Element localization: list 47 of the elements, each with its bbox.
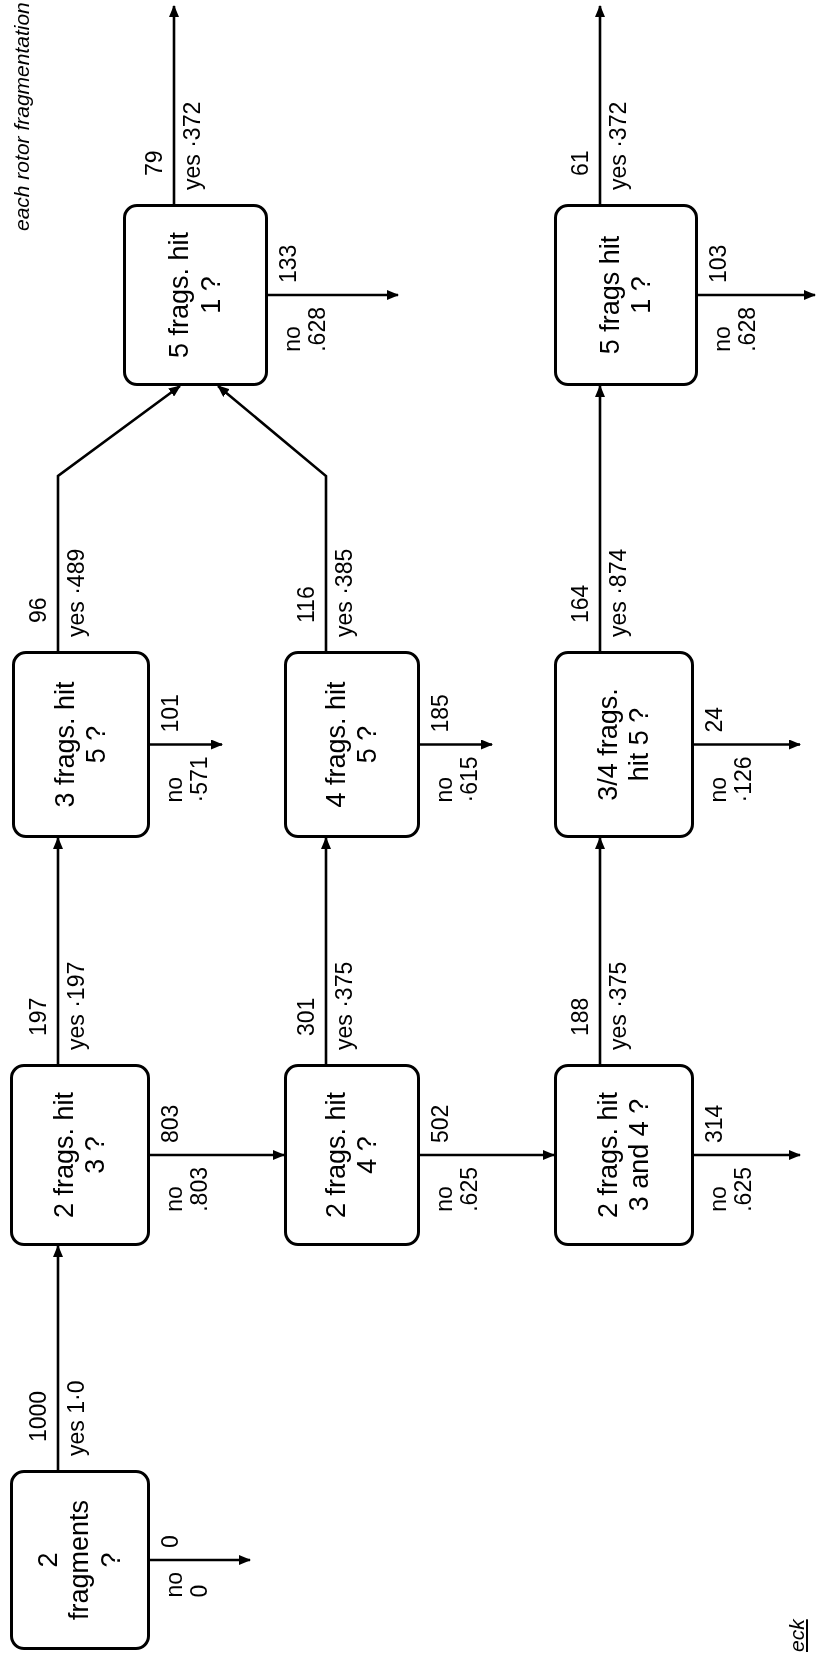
arrow (595, 385, 605, 651)
decision-box (284, 1064, 420, 1246)
edge-label: yes 1·0 (64, 1378, 90, 1458)
edge-label: yes ·197 (64, 959, 90, 1052)
edge-label: yes ·375 (606, 959, 632, 1052)
arrow (53, 837, 63, 1064)
box-text: 2 fragments ? (33, 1498, 127, 1623)
box-text: 3/4 frags. hit 5 ? (592, 687, 655, 803)
decision-box (10, 1470, 150, 1650)
arrow (150, 1555, 251, 1565)
box-text: 4 frags. hit 5 ? (320, 680, 383, 810)
decision-box (554, 204, 698, 386)
arrow (694, 1150, 801, 1160)
decision-box (123, 204, 268, 386)
arrow (420, 739, 493, 750)
arrow (150, 739, 223, 750)
arrow (169, 5, 179, 204)
decision-box (10, 1064, 150, 1246)
edge-label: yes ·385 (332, 546, 358, 639)
box-text: 5 frags. hit 1 ? (164, 230, 227, 361)
note-text: each rotor fragmentation (10, 2, 34, 231)
arrow (150, 1150, 285, 1160)
box-text: 5 frags hit 1 ? (594, 234, 657, 357)
edge-label: yes ·372 (606, 99, 632, 192)
box-text: 2 frags. hit 4 ? (320, 1090, 383, 1221)
box-text: 2 frags. hit 3 and 4 ? (592, 1090, 655, 1221)
arrow (268, 290, 399, 300)
edge-label: yes ·489 (64, 546, 90, 639)
decision-box (554, 1064, 694, 1246)
edge-label: yes ·372 (180, 99, 206, 192)
note-text: eck (785, 1619, 809, 1652)
edge-label: yes ·375 (332, 959, 358, 1052)
arrow (698, 290, 816, 300)
arrow (420, 1150, 555, 1160)
arrow (321, 837, 331, 1064)
arrow (694, 739, 801, 750)
arrow (217, 385, 328, 651)
decision-box (284, 651, 420, 838)
arrow (595, 5, 605, 204)
decision-box (12, 651, 150, 838)
box-text: 2 frags. hit 3 ? (48, 1090, 111, 1221)
arrow (595, 837, 605, 1064)
edge-label: yes ·874 (606, 546, 632, 639)
arrow (56, 384, 181, 651)
box-text: 3 frags. hit 5 ? (49, 680, 112, 810)
decision-box (554, 651, 694, 838)
arrow (53, 1245, 63, 1470)
